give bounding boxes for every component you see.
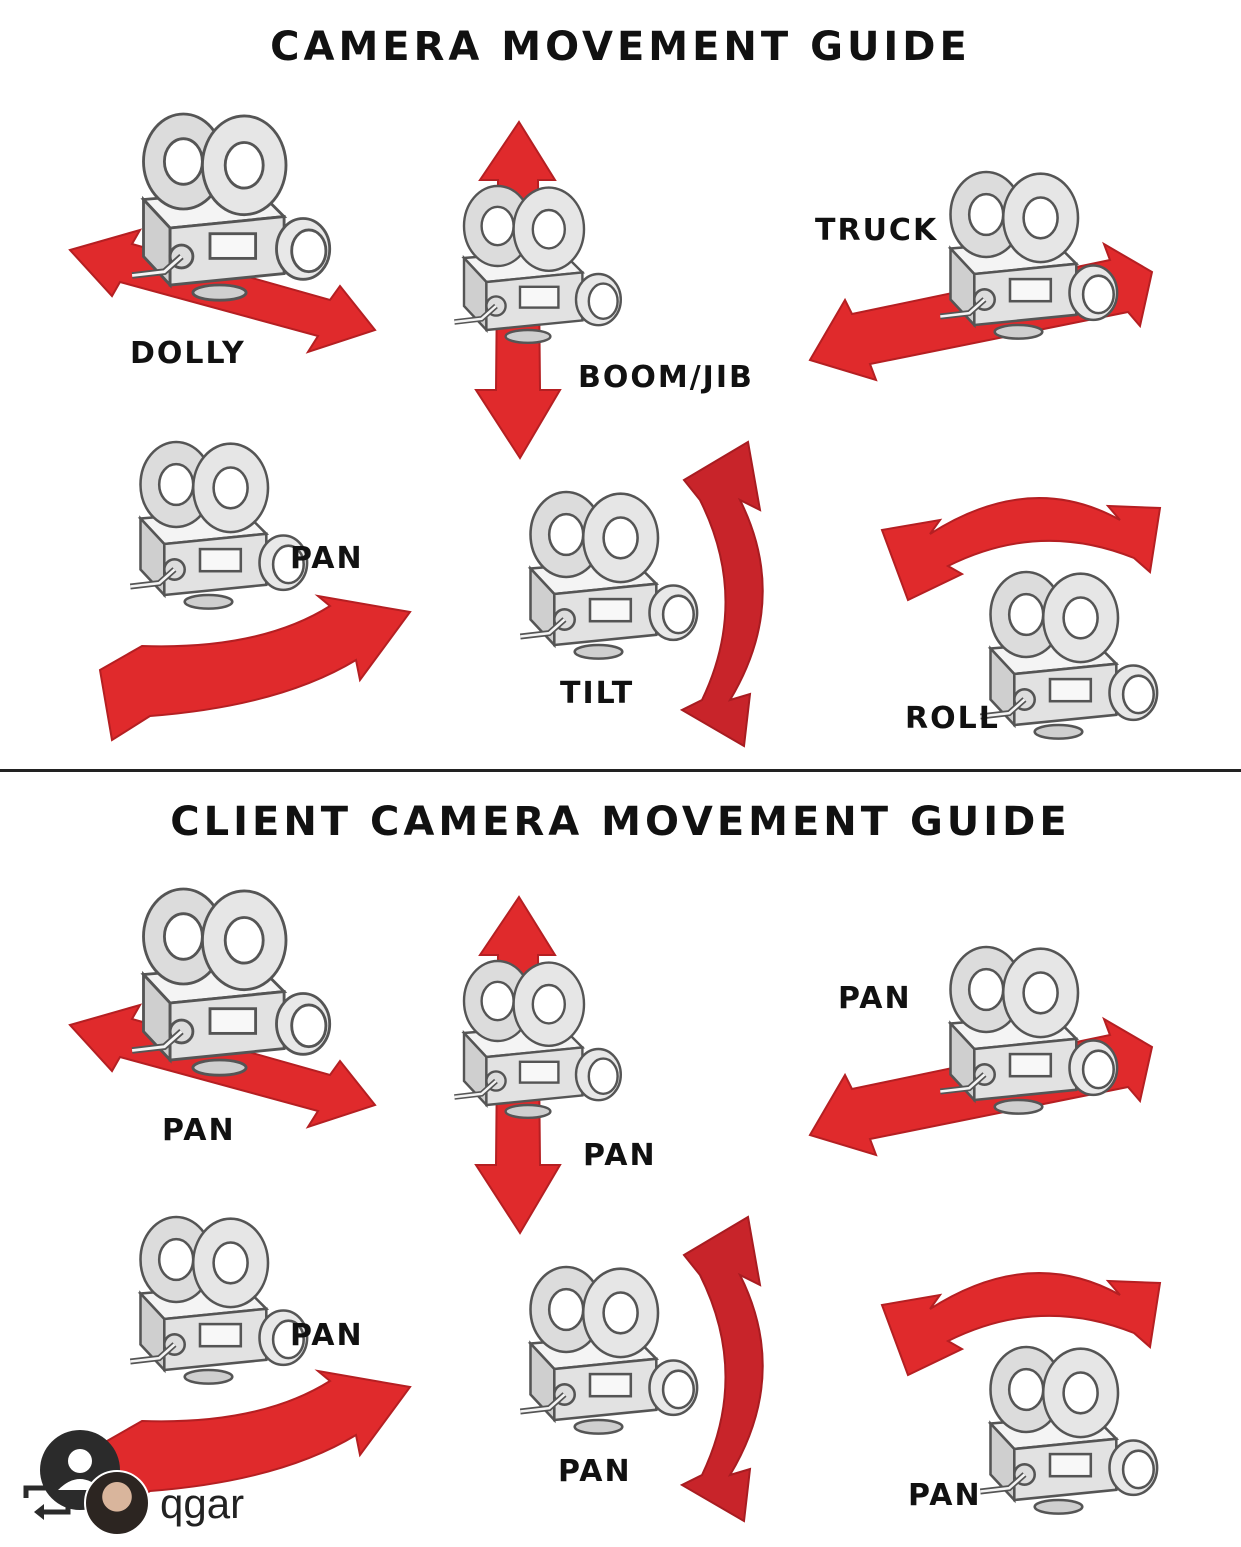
panel-title: CAMERA MOVEMENT GUIDE — [270, 24, 971, 70]
label-roll: ROLL — [905, 701, 1000, 736]
label-tilt: TILT — [560, 676, 634, 711]
movie-camera-icon — [980, 572, 1157, 739]
movie-camera-icon — [130, 1217, 307, 1384]
panel-client-camera-movement-guide: CLIENT CAMERA MOVEMENT GUIDE PAN PAN PAN… — [0, 775, 1241, 1546]
label-dolly: DOLLY — [130, 336, 246, 371]
username[interactable]: qgar — [160, 1480, 245, 1527]
label-tilt: PAN — [558, 1454, 632, 1489]
avatar[interactable] — [84, 1470, 150, 1536]
curved-arrow-icon — [880, 497, 1162, 602]
label-dolly: PAN — [162, 1113, 236, 1148]
label-truck: PAN — [838, 981, 912, 1016]
label-boom-jib: BOOM/JIB — [578, 360, 754, 395]
label-roll: PAN — [908, 1478, 982, 1513]
movement-diagram: DOLLY BOOM/JIB TRUCK PAN TILT ROLL — [68, 0, 1162, 748]
panel-camera-movement-guide: CAMERA MOVEMENT GUIDE DOLLY BOOM/JIB TRU… — [0, 0, 1241, 772]
movie-camera-icon — [132, 889, 330, 1075]
movie-camera-icon — [130, 442, 307, 609]
label-truck: TRUCK — [815, 213, 938, 248]
curved-arrow-icon — [679, 1215, 764, 1523]
movie-camera-icon — [980, 1347, 1157, 1514]
panel-title: CLIENT CAMERA MOVEMENT GUIDE — [170, 799, 1071, 845]
movie-camera-icon — [940, 172, 1117, 339]
movement-diagram: PAN PAN PAN PAN PAN PAN — [68, 775, 1162, 1523]
curved-arrow-icon — [98, 594, 412, 742]
movie-camera-icon — [454, 961, 620, 1118]
movie-camera-icon — [520, 492, 697, 659]
label-pan: PAN — [290, 541, 364, 576]
movie-camera-icon — [940, 947, 1117, 1114]
curved-arrow-icon — [679, 440, 764, 748]
label-boom-jib: PAN — [583, 1138, 657, 1173]
label-pan: PAN — [290, 1318, 364, 1353]
movie-camera-icon — [520, 1267, 697, 1434]
curved-arrow-icon — [98, 1369, 412, 1517]
movie-camera-icon — [454, 186, 620, 343]
curved-arrow-icon — [880, 1272, 1162, 1377]
repost-icon[interactable] — [18, 1478, 76, 1524]
movie-camera-icon — [132, 114, 330, 300]
